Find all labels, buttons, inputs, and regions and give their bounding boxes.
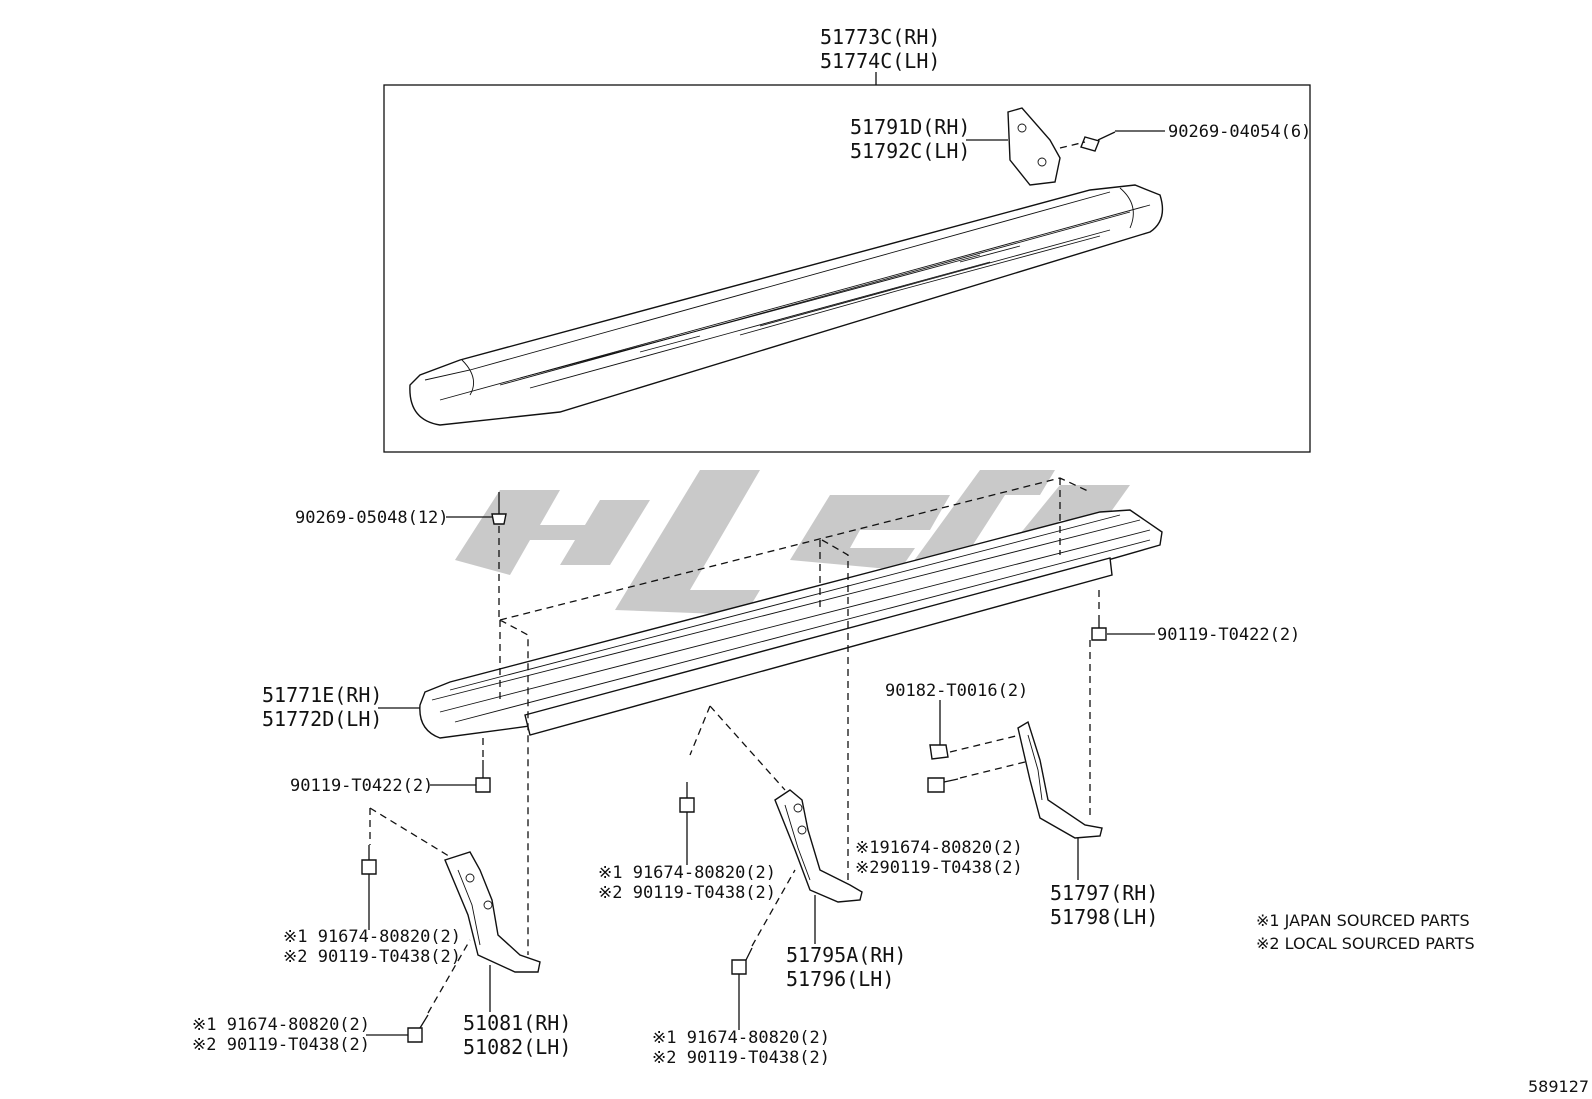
rear-bolt-j-label: ※191674-80820(2) <box>855 838 1023 858</box>
rear-nut-icon <box>929 744 949 760</box>
end-bracket-rh-label: 51791D(RH) <box>850 115 970 139</box>
end-bracket-part <box>1007 107 1116 186</box>
front-low-bolt-icon <box>407 1014 429 1043</box>
step-board-rh-label: 51773C(RH) <box>820 25 940 49</box>
front-upper-bolt-l-label: ※2 90119-T0438(2) <box>283 947 461 967</box>
front-upper-bolt-icon <box>361 845 377 875</box>
rail-rh-label: 51771E(RH) <box>262 683 382 707</box>
rear-nut-label: 90182-T0016(2) <box>885 681 1028 701</box>
end-bracket-lh-label: 51792C(LH) <box>850 139 970 163</box>
rail-screw-icon <box>491 492 507 525</box>
step-board-box <box>383 84 1311 453</box>
rail-lh-label: 51772D(LH) <box>262 707 382 731</box>
front-bracket-rh-label: 51081(RH) <box>463 1011 571 1035</box>
mid-bracket-dash2 <box>689 705 711 756</box>
rail-bolt-right-icon <box>1091 615 1107 641</box>
rear-nut-dash <box>949 734 1021 753</box>
mid-bolt-j-label: ※1 91674-80820(2) <box>598 863 776 883</box>
rail-bolt-left-icon <box>475 760 491 793</box>
front-bracket-lh-label: 51082(LH) <box>463 1035 571 1059</box>
mid-bracket-part <box>774 789 863 903</box>
rear-bracket-part <box>1017 720 1103 839</box>
rear-bracket-rh-label: 51797(RH) <box>1050 881 1158 905</box>
step-board-lh-label: 51774C(LH) <box>820 49 940 73</box>
rail-bolt-left-label: 90119-T0422(2) <box>290 776 433 796</box>
mid-low-bolt-dash <box>751 869 796 947</box>
mid-low-bolt-l-label: ※2 90119-T0438(2) <box>652 1048 830 1068</box>
mid-low-bolt-icon <box>731 947 753 975</box>
mid-bolt-l-label: ※2 90119-T0438(2) <box>598 883 776 903</box>
front-low-bolt-dash <box>427 939 471 1014</box>
front-bracket-part <box>444 851 541 973</box>
rail-bolt-right-label: 90119-T0422(2) <box>1157 625 1300 645</box>
rear-bolt-dash <box>959 761 1026 779</box>
rail-screw-label: 90269-05048(12) <box>295 508 449 528</box>
mid-bracket-dash <box>709 705 786 791</box>
front-low-bolt-j-label: ※1 91674-80820(2) <box>192 1015 370 1035</box>
front-bracket-dash <box>369 807 453 859</box>
step-board-part <box>409 184 1164 426</box>
mid-low-bolt-j-label: ※1 91674-80820(2) <box>652 1028 830 1048</box>
mid-bracket-rh-label: 51795A(RH) <box>786 943 906 967</box>
rear-bracket-lh-label: 51798(LH) <box>1050 905 1158 929</box>
mid-bracket-lh-label: 51796(LH) <box>786 967 894 991</box>
front-low-bolt-l-label: ※2 90119-T0438(2) <box>192 1035 370 1055</box>
end-bracket-screw-label: 90269-04054(6) <box>1168 122 1311 142</box>
note-local-sourced: ※2 LOCAL SOURCED PARTS <box>1256 934 1475 953</box>
rear-bolt-icon <box>927 777 959 793</box>
diagram-id: 589127 <box>1528 1077 1589 1096</box>
rail-dashed-outline <box>499 477 1091 955</box>
note-japan-sourced: ※1 JAPAN SOURCED PARTS <box>1256 911 1470 930</box>
end-bracket-screw-dash <box>1059 141 1086 149</box>
rear-bolt-l-label: ※290119-T0438(2) <box>855 858 1023 878</box>
rail-part <box>419 509 1163 739</box>
mid-bolt-icon <box>679 782 695 813</box>
front-upper-bolt-j-label: ※1 91674-80820(2) <box>283 927 461 947</box>
